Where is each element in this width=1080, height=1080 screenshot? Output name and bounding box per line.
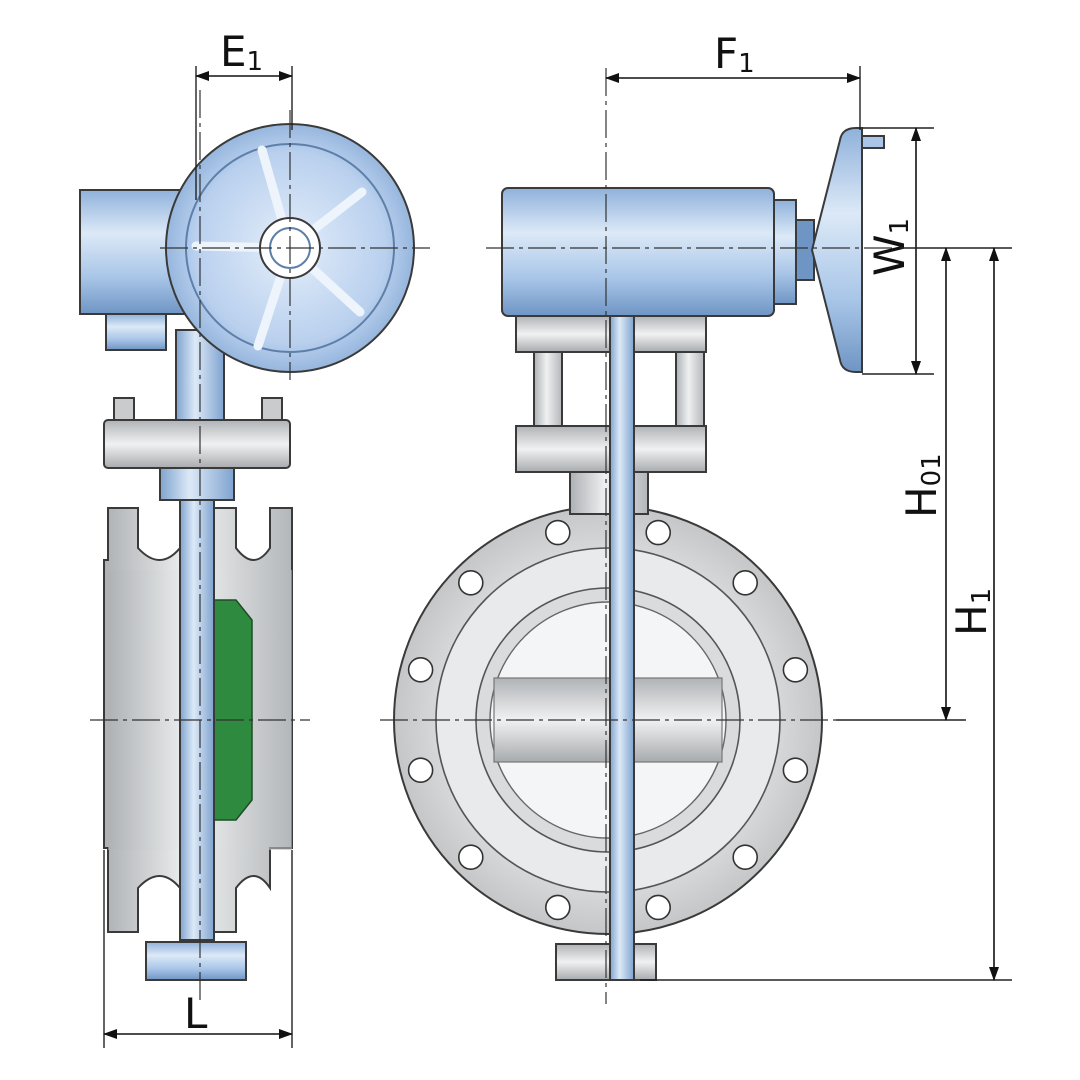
front-yoke-right [675,349,705,427]
side-view: E1 L [79,27,430,1048]
bolt-hole [544,894,571,921]
bolt-hole [732,844,759,871]
l-label: L [184,989,208,1038]
bolt-hole [732,569,759,596]
h01-label: H01 [897,453,947,518]
bolt-hole [407,656,434,683]
bolt-hole [782,757,809,784]
front-stem [609,299,635,981]
bolt-hole [782,656,809,683]
front-actuator-cap [773,199,797,305]
bolt-hole [645,519,672,546]
side-bottom-cap [145,941,247,981]
front-bolt-holes [407,519,809,921]
bolt-hole [457,844,484,871]
front-handwheel [810,127,863,373]
side-bonnet-flange [103,419,291,469]
bolt-hole [407,757,434,784]
bolt-hole [544,519,571,546]
side-actuator-base [105,313,167,351]
front-wheel-knob [861,135,885,149]
e1-label: E1 [220,27,263,77]
f1-label: F1 [714,29,755,79]
h1-label: H1 [947,588,997,636]
side-bolt-left [113,397,135,421]
w1-label: W1 [865,218,915,276]
side-neck [159,467,235,501]
side-seal [211,599,253,821]
front-yoke-left [533,349,563,427]
side-bolt-right [261,397,283,421]
front-view: F1 W1 H01 H1 [380,29,1012,1004]
bolt-hole [645,894,672,921]
front-actuator-body [501,187,775,317]
bolt-hole [457,569,484,596]
